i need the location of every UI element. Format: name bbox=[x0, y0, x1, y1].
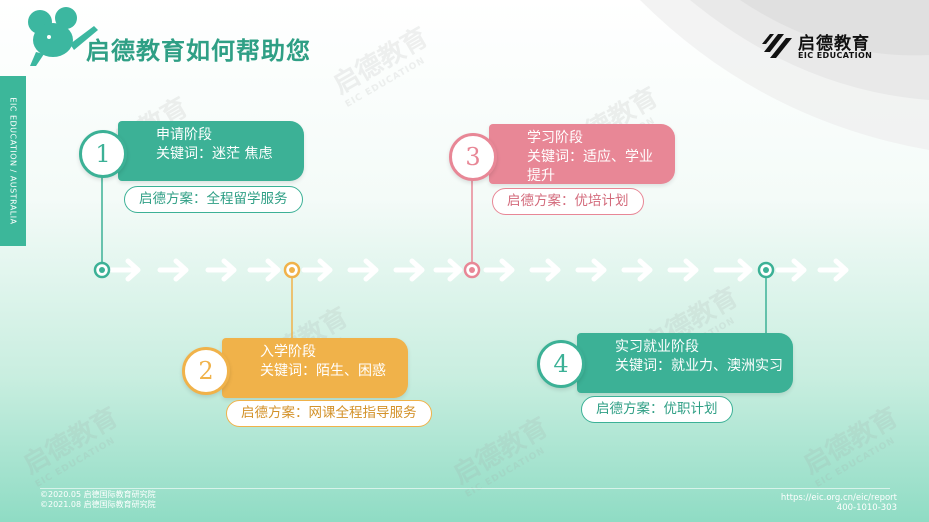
stage-plan-1: 启德方案：全程留学服务 bbox=[124, 186, 303, 213]
stage-plan-2: 启德方案：网课全程指导服务 bbox=[226, 400, 432, 427]
footer-contact: https://eic.org.cn/eic/report 400-1010-3… bbox=[781, 493, 897, 513]
stage-number-1: 1 bbox=[79, 130, 127, 178]
timeline-arrows bbox=[109, 258, 849, 282]
stage-card-1: 申请阶段 关键词：迷茫 焦虑 bbox=[118, 121, 304, 181]
page-title: 启德教育如何帮助您 bbox=[86, 37, 311, 65]
stage-card-3: 学习阶段 关键词：适应、学业提升 bbox=[489, 124, 675, 184]
stage-number-3: 3 bbox=[449, 133, 497, 181]
brand-name-en: EIC EDUCATION bbox=[798, 51, 873, 60]
stage-number-4: 4 bbox=[537, 340, 585, 388]
side-band bbox=[0, 76, 26, 246]
stage-keywords: 关键词：就业力、澳洲实习 bbox=[615, 358, 783, 374]
brand-mark-icon bbox=[762, 34, 792, 58]
stage-keywords: 关键词：适应、学业提升 bbox=[527, 149, 653, 184]
footer-phone: 400-1010-303 bbox=[836, 503, 897, 513]
stage-card-4: 实习就业阶段 关键词：就业力、澳洲实习 bbox=[577, 333, 793, 393]
footer-divider bbox=[40, 488, 890, 489]
stage-plan-3: 启德方案：优培计划 bbox=[492, 188, 644, 215]
footer-copyright: ©2020.05 启德国际教育研究院 ©2021.08 启德国际教育研究院 bbox=[40, 490, 156, 509]
stage-keywords: 关键词：迷茫 焦虑 bbox=[156, 146, 273, 162]
brand-name: 启德教育 bbox=[798, 34, 870, 54]
koala-logo-icon bbox=[28, 7, 98, 66]
stage-card-2: 入学阶段 关键词：陌生、困惑 bbox=[222, 338, 408, 398]
brand-logo: 启德教育 EIC EDUCATION bbox=[760, 28, 890, 62]
footer-url[interactable]: https://eic.org.cn/eic/report bbox=[780, 493, 897, 503]
stage-number-2: 2 bbox=[182, 347, 230, 395]
stage-keywords: 关键词：陌生、困惑 bbox=[260, 363, 386, 379]
stage-name: 入学阶段 bbox=[260, 344, 316, 360]
stage-name: 申请阶段 bbox=[156, 127, 212, 143]
stage-name: 实习就业阶段 bbox=[615, 339, 699, 355]
stage-plan-4: 启德方案：优职计划 bbox=[581, 396, 733, 423]
stage-name: 学习阶段 bbox=[527, 130, 583, 146]
